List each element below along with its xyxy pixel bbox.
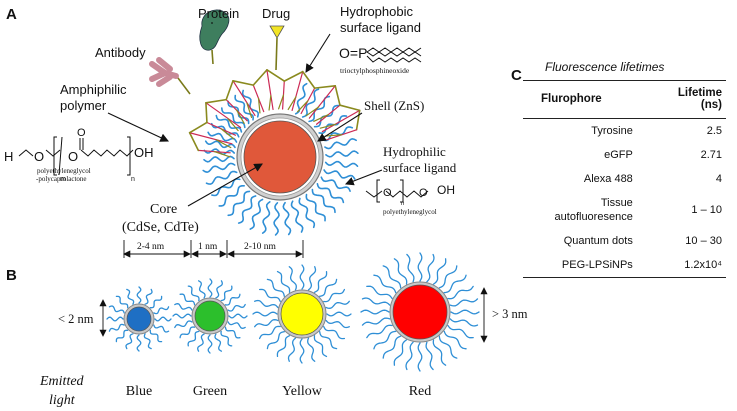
row-value: 1.2x10⁴: [654, 253, 726, 278]
svg-text:O: O: [77, 127, 86, 139]
svg-text:H: H: [4, 149, 13, 164]
quantum-dot-blue: [106, 286, 172, 352]
dim-label-2: 1 nm: [198, 242, 218, 252]
dot-label-green: Green: [193, 384, 227, 399]
label-hydrophobic-2: surface ligand: [340, 20, 421, 35]
row-name: PEG-LPSiNPs: [523, 253, 655, 278]
row-value: 1 – 10: [691, 204, 722, 216]
label-antibody: Antibody: [95, 45, 146, 60]
dot-label-blue: Blue: [126, 384, 152, 399]
emitted-label-1: Emitted: [39, 374, 85, 389]
peg-pcl-atoms: H O O O OH m n polyethyleneglycol -polyc…: [4, 127, 154, 183]
quantum-dot-yellow: [252, 264, 352, 364]
antibody-icon: [149, 57, 179, 87]
row-name: eGFP: [604, 149, 633, 161]
row-name: Tyrosine: [591, 125, 633, 137]
label-hydrophobic-1: Hydrophobic: [340, 4, 413, 19]
svg-text:OH: OH: [437, 183, 455, 197]
table-title: Fluorescence lifetimes: [545, 60, 665, 74]
row-value: 10 – 30: [685, 235, 722, 247]
quantum-dot-green: [172, 278, 248, 354]
emitted-label-2: light: [49, 393, 76, 408]
panel-label-a: A: [6, 6, 17, 23]
peg-name: polyethyleneglycol: [383, 208, 437, 216]
svg-text:OH: OH: [134, 145, 154, 160]
panel-label-b: B: [6, 267, 17, 284]
drug-icon: [269, 25, 285, 71]
svg-text:n: n: [131, 176, 135, 183]
row-name: Alexa 488: [583, 173, 633, 185]
label-protein: Protein: [198, 6, 239, 21]
pointer-lines: [107, 22, 383, 207]
protein-icon: [199, 9, 230, 65]
row-value: 2.5: [706, 125, 722, 137]
svg-text:O: O: [383, 187, 392, 199]
dim-label-1: 2-4 nm: [137, 242, 165, 252]
svg-text:m: m: [60, 176, 66, 183]
antibody-linker: [177, 77, 191, 95]
label-drug: Drug: [262, 6, 290, 21]
label-core-2: (CdSe, CdTe): [122, 220, 199, 235]
svg-text:n: n: [401, 201, 404, 207]
row-value: 4: [715, 173, 722, 185]
row-value: 2.71: [700, 149, 722, 161]
table-row: eGFP 2.71: [523, 143, 726, 167]
hydrophilic-ligands: [202, 82, 359, 236]
peg-pcl-name-2: -polycaprolactone: [36, 175, 87, 183]
topo-formula: O=P: [339, 45, 367, 61]
peg-pcl-structure: [18, 136, 134, 176]
lifetimes-table: Fluorescence lifetimes Flurophore Lifeti…: [523, 60, 726, 278]
label-hydrophilic-1: Hydrophilic: [383, 144, 446, 159]
size-large-label: > 3 nm: [492, 307, 528, 321]
dot-label-yellow: Yellow: [282, 384, 323, 399]
trioctylphosphineoxide-structure: O=P trioctylphosphineoxide: [339, 45, 422, 75]
quantum-dot-large: [236, 113, 324, 201]
label-core-1: Core: [150, 202, 177, 217]
col-header-lifetime: Lifetime (ns): [654, 80, 726, 119]
quantum-dot-red: [360, 252, 480, 372]
amphiphilic-polymer-coating: [188, 69, 361, 158]
table-row: Quantum dots 10 – 30: [523, 229, 726, 253]
size-small-label: < 2 nm: [58, 312, 94, 326]
table-row: PEG-LPSiNPs 1.2x10⁴: [523, 253, 726, 278]
peg-structure: O O OH n polyethyleneglycol: [365, 179, 455, 216]
label-amphiphilic-1: Amphiphilic: [60, 82, 127, 97]
peg-pcl-name-1: polyethyleneglycol: [37, 167, 91, 175]
table-row: Tissue autofluoresence 1 – 10: [523, 191, 726, 229]
topo-name: trioctylphosphineoxide: [340, 66, 410, 75]
col-header-fluorophore: Flurophore: [523, 80, 655, 119]
dimension-scale: [123, 240, 304, 258]
panel-label-c: C: [511, 67, 522, 84]
table-row: Alexa 488 4: [523, 167, 726, 191]
row-name: Quantum dots: [563, 235, 633, 247]
svg-text:O: O: [68, 149, 78, 164]
row-name: Tissue autofluoresence: [554, 197, 633, 223]
label-hydrophilic-2: surface ligand: [383, 160, 457, 175]
size-arrows: [99, 287, 488, 343]
core: [243, 120, 317, 194]
svg-text:O: O: [419, 187, 428, 199]
label-amphiphilic-2: polymer: [60, 98, 107, 113]
label-shell: Shell (ZnS): [364, 98, 424, 113]
quantum-dot-sizes: [106, 252, 480, 372]
dot-label-red: Red: [409, 384, 432, 399]
dim-label-3: 2-10 nm: [244, 242, 277, 252]
svg-text:O: O: [34, 149, 44, 164]
table-row: Tyrosine 2.5: [523, 119, 726, 144]
